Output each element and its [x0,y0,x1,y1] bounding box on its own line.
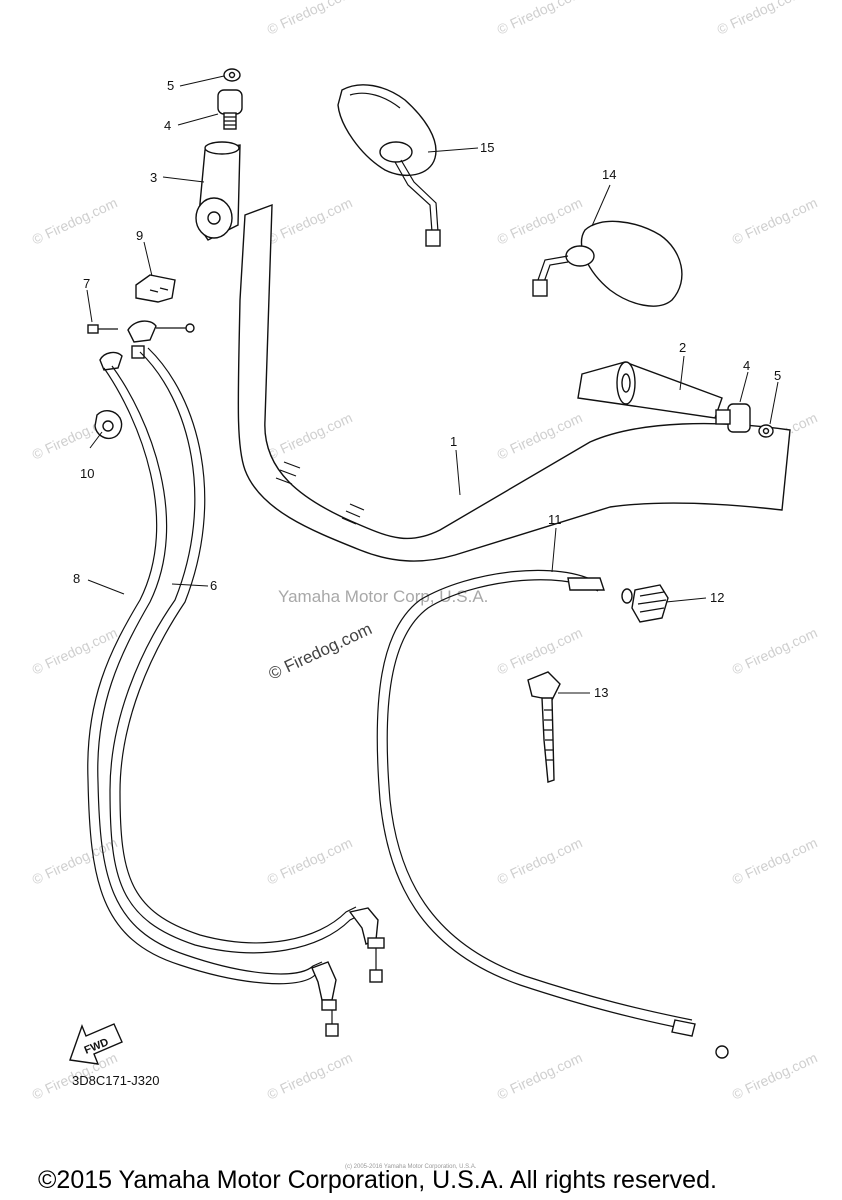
leader-lines [86,75,779,694]
watermark-text: © Firedog.com [495,624,585,677]
watermark-text: © Firedog.com [715,0,805,38]
watermark-text: © Firedog.com [495,834,585,887]
callout-4-left: 4 [164,118,171,133]
cable-end-bottom-left [311,961,339,1037]
watermark-text: © Firedog.com [730,834,820,887]
footer-copyright: ©2015 Yamaha Motor Corporation, U.S.A. A… [38,1166,717,1194]
watermark-text: © Firedog.com [495,1049,585,1102]
callout-6: 6 [210,578,217,593]
callout-4-right: 4 [743,358,750,373]
center-watermark-brand: Yamaha Motor Corp, U.S.A. [278,587,488,606]
bar-end-part-4-left [217,89,243,130]
callout-labels: 5 4 3 9 7 10 8 6 15 14 2 4 5 1 11 12 13 [73,78,781,700]
watermark-text: © Firedog.com [495,0,585,38]
callout-10: 10 [80,466,94,481]
callout-7: 7 [83,276,90,291]
watermark-text: © Firedog.com [30,194,120,247]
callout-12: 12 [710,590,724,605]
grip-part-3 [195,141,241,241]
watermark-text: © Firedog.com [265,1049,355,1102]
screw-part-5-left [223,68,241,82]
cable-tie-part-13 [527,671,561,783]
callout-11: 11 [548,512,562,527]
cable-end-bottom-right [348,907,385,983]
fwd-arrow: FWD [69,1023,123,1065]
center-watermark-site: © Firedog.com [266,619,375,683]
callout-5-left: 5 [167,78,174,93]
callout-9: 9 [136,228,143,243]
cable-connector-top [99,320,195,371]
callout-5-right: 5 [774,368,781,383]
grip-part-2 [577,361,723,419]
diagram-code: 3D8C171-J320 [72,1073,159,1088]
callout-3: 3 [150,170,157,185]
watermark-text: © Firedog.com [30,834,120,887]
holder-part-9 [135,274,176,303]
watermark-text: © Firedog.com [265,0,355,38]
cable-part-8 [87,365,326,985]
watermark-text: © Firedog.com [730,194,820,247]
callout-8: 8 [73,571,80,586]
boot-part-12 [621,584,669,623]
handlebar-part-1 [237,203,791,562]
watermark-text: © Firedog.com [265,834,355,887]
mirror-part-14 [532,220,683,307]
clamp-part-10 [94,410,123,440]
watermark-text: © Firedog.com [265,194,355,247]
watermark-text: © Firedog.com [730,1049,820,1102]
cable-part-11 [376,569,729,1059]
callout-1: 1 [450,434,457,449]
screw-part-7 [87,324,118,334]
callout-13: 13 [594,685,608,700]
watermark-text: © Firedog.com [495,194,585,247]
watermark-text: © Firedog.com [730,624,820,677]
callout-14: 14 [602,167,616,182]
mirror-part-15 [337,84,441,247]
callout-2: 2 [679,340,686,355]
tiny-copyright-notice: (c) 2005-2016 Yamaha Motor Corporation, … [345,1164,477,1170]
screw-part-5-right [758,424,774,438]
watermark-text: © Firedog.com [265,409,355,462]
bar-end-part-4-right [715,403,751,433]
cable-part-6 [109,347,361,954]
callout-15: 15 [480,140,494,155]
watermark-text: © Firedog.com [30,624,120,677]
